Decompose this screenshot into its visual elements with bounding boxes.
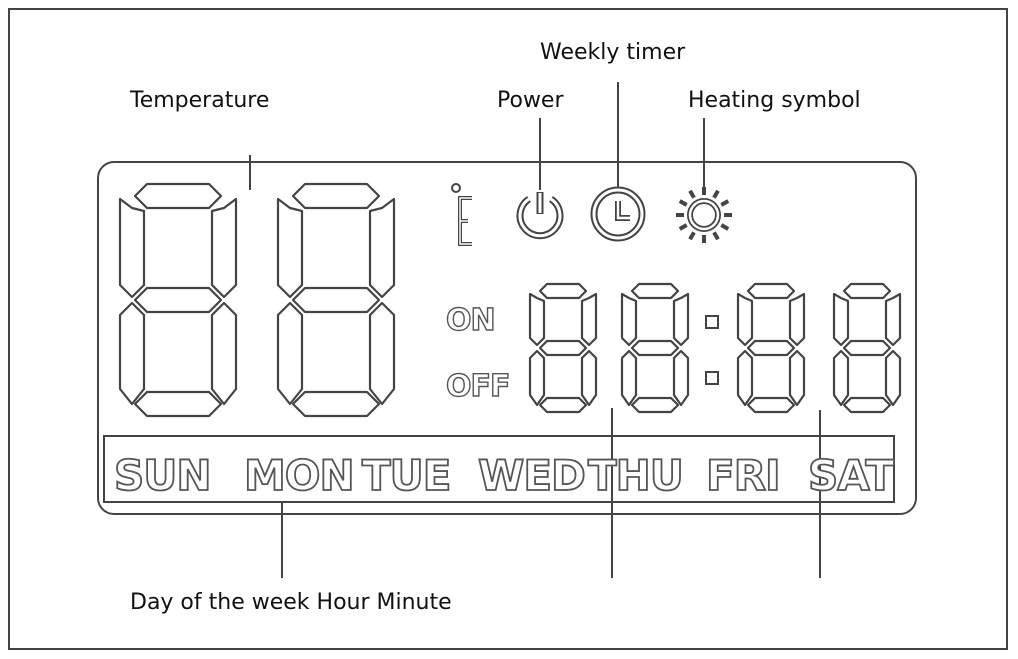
temp-digit-2-segment-5 [276, 301, 304, 406]
hour-digit-2 [620, 282, 690, 414]
hour-digit-1-segment-3 [528, 292, 546, 347]
minute-digit-2-segment-4 [884, 292, 902, 347]
colon-upper-dot [705, 315, 719, 329]
seven-segment-digits [118, 182, 902, 418]
temp-digit-1 [118, 182, 238, 418]
hour-digit-1 [528, 282, 598, 414]
minute-digit-2-segment-0 [842, 282, 892, 300]
temp-digit-2-segment-6 [368, 301, 396, 406]
minute-digit-1-segment-4 [788, 292, 806, 347]
minute-digit-2-segment-3 [832, 292, 850, 347]
minute-digit-2 [832, 282, 902, 414]
hour-digit-1-segment-4 [580, 292, 598, 347]
sun-ray [712, 189, 720, 199]
sun-ray [712, 231, 720, 241]
celsius-unit-icon [451, 183, 472, 246]
day-sat: SAT [808, 451, 894, 500]
hour-digit-1-segment-0 [538, 282, 588, 300]
label-power: Power [497, 88, 564, 113]
hour-digit-2-segment-2 [630, 396, 680, 414]
temp-digit-2-segment-3 [276, 197, 304, 299]
day-sun: SUN [114, 451, 211, 500]
on-indicator: ON [446, 303, 495, 338]
minute-digit-2-segment-6 [884, 349, 902, 407]
temp-digit-2-segment-4 [368, 197, 396, 299]
sun-icon [676, 187, 732, 243]
temp-digit-2-segment-0 [291, 182, 381, 210]
minute-digit-1-segment-6 [788, 349, 806, 407]
hour-digit-1-segment-2 [538, 396, 588, 414]
temp-digit-1-segment-0 [133, 182, 223, 210]
off-indicator: OFF [446, 369, 510, 404]
label-weekly-timer: Weekly timer [540, 40, 686, 65]
temp-digit-1-segment-4 [210, 197, 238, 299]
colon-lower-dot [705, 371, 719, 385]
diagram-frame [8, 8, 1008, 650]
day-mon: MON [244, 451, 354, 500]
hour-digit-1-segment-5 [528, 349, 546, 407]
temp-digit-1-segment-5 [118, 301, 146, 406]
label-temperature: Temperature [130, 88, 270, 113]
hour-digit-2-segment-6 [672, 349, 690, 407]
day-tue: TUE [362, 451, 450, 500]
sun-ray [688, 231, 696, 241]
minute-digit-1 [736, 282, 806, 414]
day-thu: THU [588, 451, 683, 500]
minute-digit-2-segment-2 [842, 396, 892, 414]
hour-digit-2-segment-4 [672, 292, 690, 347]
minute-digit-2-segment-5 [832, 349, 850, 407]
day-fri: FRI [706, 451, 780, 500]
minute-digit-1-segment-5 [736, 349, 754, 407]
minute-digit-2-segment-1 [842, 339, 892, 357]
hour-digit-2-segment-5 [620, 349, 638, 407]
minute-digit-1-segment-0 [746, 282, 796, 300]
temp-digit-2-segment-1 [291, 286, 381, 314]
power-icon [516, 192, 564, 240]
temp-digit-1-segment-2 [133, 390, 223, 418]
hour-digit-2-segment-3 [620, 292, 638, 347]
temp-digit-2-segment-2 [291, 390, 381, 418]
sun-ray [720, 223, 730, 231]
clock-icon [590, 186, 646, 242]
sun-ray [678, 199, 688, 207]
temp-digit-1-segment-6 [210, 301, 238, 406]
label-bottom-legend: Day of the week Hour Minute [130, 590, 452, 615]
day-wed: WED [478, 451, 585, 500]
sun-ray [720, 199, 730, 207]
hour-digit-2-segment-1 [630, 339, 680, 357]
temp-digit-2 [276, 182, 396, 418]
lcd-outline [97, 161, 917, 515]
minute-digit-1-segment-1 [746, 339, 796, 357]
label-heating-symbol: Heating symbol [688, 88, 861, 113]
temp-digit-1-segment-3 [118, 197, 146, 299]
minute-digit-1-segment-2 [746, 396, 796, 414]
day-bar [103, 435, 895, 503]
hour-digit-2-segment-0 [630, 282, 680, 300]
hour-digit-1-segment-6 [580, 349, 598, 407]
minute-digit-1-segment-3 [736, 292, 754, 347]
sun-ray [678, 223, 688, 231]
temp-digit-1-segment-1 [133, 286, 223, 314]
sun-ray [688, 189, 696, 199]
hour-digit-1-segment-1 [538, 339, 588, 357]
